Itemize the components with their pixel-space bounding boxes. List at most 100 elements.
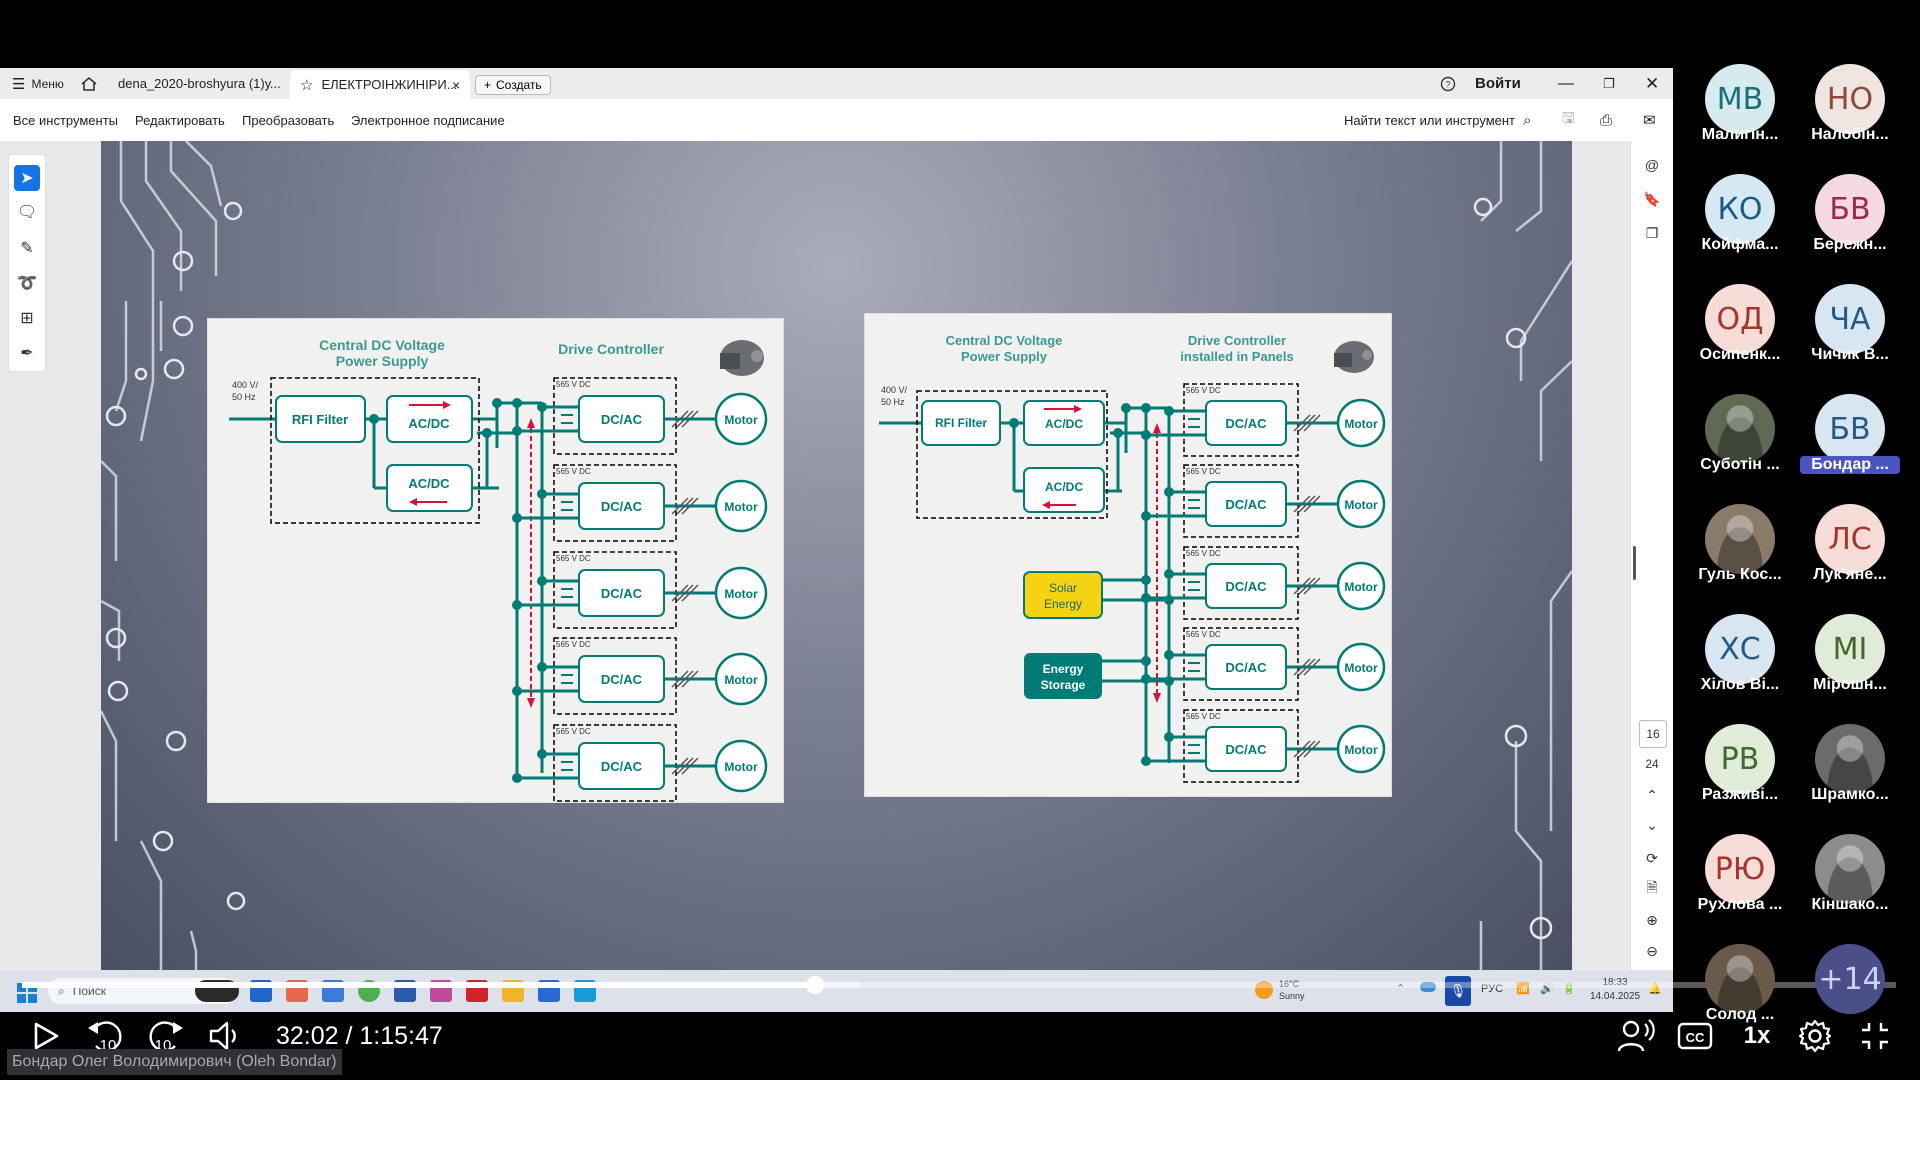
tab-document-2[interactable]: ☆ ЕЛЕКТРОІНЖИНІРИ... × <box>290 70 470 99</box>
gear-icon <box>1798 1019 1832 1053</box>
title-left-1: Central DC Voltage <box>319 337 445 353</box>
select-cursor-icon[interactable]: ➤ <box>14 165 40 191</box>
dcac-converter: DC/AC <box>1225 742 1267 757</box>
exit-fullscreen-button[interactable] <box>1853 1016 1897 1056</box>
weather-widget[interactable]: 16°C Sunny <box>1255 978 1305 1002</box>
tab-document-1[interactable]: dena_2020-broshyura (1)у... <box>118 76 281 91</box>
svg-text:400 V/: 400 V/ <box>232 380 259 390</box>
lasso-draw-icon[interactable]: ➰ <box>17 275 37 292</box>
page-down-icon[interactable]: ⌄ <box>1646 816 1658 833</box>
copy-pages-icon[interactable]: ❐ <box>1645 224 1659 241</box>
restore-icon[interactable]: ❐ <box>1603 75 1615 91</box>
text-box-icon[interactable]: ⊞ <box>20 310 34 327</box>
comment-icon[interactable]: 🗨 <box>16 204 38 221</box>
speaker-icon <box>209 1021 236 1051</box>
zoom-out-icon[interactable]: ⊖ <box>1646 942 1658 959</box>
language-indicator[interactable]: РУС <box>1481 983 1504 995</box>
clock[interactable]: 18:33 14.04.2025 <box>1589 977 1641 1002</box>
battery-icon[interactable]: 🔋 <box>1562 983 1576 995</box>
title-left-2: Power Supply <box>336 353 429 369</box>
progress-bar[interactable] <box>22 976 1896 994</box>
settings-button[interactable] <box>1793 1016 1837 1056</box>
svg-text:400 V/: 400 V/ <box>881 385 908 395</box>
motor-label: Motor <box>724 587 758 601</box>
participants-audio-button[interactable] <box>1615 1016 1659 1056</box>
menu-edit[interactable]: Редактировать <box>135 112 225 128</box>
page-zoom-icon[interactable]: 🗎 <box>1646 879 1658 895</box>
more-participants-button[interactable]: +14 <box>1795 944 1905 1054</box>
dcac-converter: DC/AC <box>1225 416 1267 431</box>
circuit-decoration <box>101 141 1572 971</box>
menu-all-tools[interactable]: Все инструменты <box>13 112 118 128</box>
participant-tile[interactable]: Суботін ... <box>1685 394 1795 504</box>
voltage-label: 565 V DC <box>1186 549 1221 558</box>
page-number-field[interactable]: 16 <box>1639 720 1667 748</box>
volume-icon[interactable]: 🔊 <box>1540 983 1554 995</box>
svg-text:CC: CC <box>1686 1030 1705 1045</box>
participant-tile[interactable]: Солод ... <box>1685 944 1795 1054</box>
progress-scrubber-handle[interactable] <box>805 976 824 994</box>
highlight-pen-icon[interactable]: ✎ <box>20 240 34 257</box>
sign-pen-icon[interactable]: ✒ <box>20 345 34 362</box>
menu-e-sign[interactable]: Электронное подписание <box>351 112 505 128</box>
play-button[interactable] <box>26 1016 66 1056</box>
star-icon[interactable]: ☆ <box>300 76 314 94</box>
bookmark-icon[interactable]: 🔖 <box>1643 190 1661 207</box>
mail-icon[interactable]: ✉ <box>1643 112 1656 129</box>
dcac-converter: DC/AC <box>1225 497 1267 512</box>
help-icon[interactable]: ? <box>1440 68 1456 99</box>
participant-tile[interactable]: Шрамко... <box>1795 724 1905 834</box>
avatar: МВ <box>1705 64 1775 134</box>
svg-text:50 Hz: 50 Hz <box>881 397 905 407</box>
find-tool-search[interactable]: Найти текст или инструмент ⌕ <box>1344 111 1532 129</box>
playback-speed-button[interactable]: 1x <box>1743 1022 1771 1049</box>
save-icon[interactable]: 🖫 <box>1562 109 1575 127</box>
close-tab-icon[interactable]: × <box>452 76 461 93</box>
cc-icon: CC <box>1677 1022 1713 1050</box>
acrobat-toolbar: Все инструменты Редактировать Преобразов… <box>0 99 1673 142</box>
rotate-icon[interactable]: ⟳ <box>1646 849 1658 866</box>
voltage-label: 565 V DC <box>1186 386 1221 395</box>
solar-energy-2: Energy <box>1044 597 1082 611</box>
page-up-icon[interactable]: ⌃ <box>1646 786 1658 803</box>
voltage-label: 565 V DC <box>556 554 591 563</box>
participant-tile[interactable]: Кіншако... <box>1795 834 1905 944</box>
participant-name: Шрамко... <box>1811 786 1889 803</box>
participant-name: Малигін... <box>1701 126 1779 143</box>
menu-button[interactable]: ☰ Меню <box>12 75 64 93</box>
home-icon[interactable] <box>80 68 98 99</box>
motor-photo-icon <box>1334 341 1374 373</box>
participant-name: Бондар ... <box>1800 456 1900 474</box>
title-right-3: Drive Controller <box>1188 333 1286 348</box>
onedrive-icon[interactable] <box>1420 982 1436 992</box>
captions-button[interactable]: CC <box>1673 1016 1717 1056</box>
scrollbar-thumb[interactable] <box>1633 546 1636 580</box>
participant-name: Налобін... <box>1811 126 1889 143</box>
minimize-icon[interactable]: — <box>1558 74 1574 92</box>
close-window-icon[interactable]: ✕ <box>1645 73 1660 93</box>
network-icon[interactable]: 📶 <box>1516 983 1530 995</box>
zoom-in-icon[interactable]: ⊕ <box>1646 911 1658 928</box>
notification-bell-icon[interactable]: 🔔 <box>1648 983 1662 995</box>
menu-convert[interactable]: Преобразовать <box>242 112 335 128</box>
tray-chevron-icon[interactable]: ⌃ <box>1396 983 1406 995</box>
signin-button[interactable]: Войти <box>1475 75 1521 92</box>
at-sign-icon[interactable]: @ <box>1644 157 1660 173</box>
print-icon[interactable]: ⎙ <box>1600 111 1613 129</box>
microphone-icon[interactable]: 🎙 <box>1445 976 1471 1006</box>
participant-tile[interactable]: Гуль Кос... <box>1685 504 1795 614</box>
avatar <box>1815 834 1885 904</box>
create-button[interactable]: + Создать <box>475 75 551 95</box>
